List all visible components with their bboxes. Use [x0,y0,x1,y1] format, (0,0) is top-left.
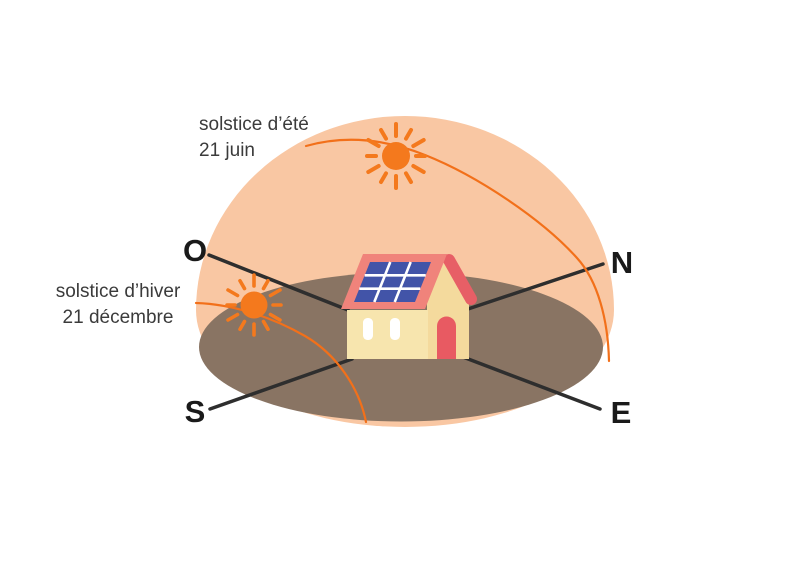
summer-solstice-label-line2: 21 juin [199,140,255,161]
house-door [437,316,456,359]
winter-sun-path-arc [194,301,368,424]
compass-south-label: S [184,394,206,429]
east-line [461,355,602,411]
summer-sun-icon [365,122,427,190]
compass-west-label: O [182,233,208,268]
west-line [207,253,350,312]
house-roof-ridge [443,254,477,305]
south-line [208,357,354,411]
house-front-wall [347,310,428,359]
solar-panel-grid [359,261,426,303]
summer-solstice-label: solstice d’été 21 juin [199,112,309,164]
summer-solstice-label-line1: solstice d’été [199,114,309,135]
house-window [363,318,373,340]
winter-solstice-label: solstice d’hiver 21 décembre [38,279,198,331]
compass-lines [207,253,605,411]
house-window [390,318,400,340]
winter-solstice-label-line2: 21 décembre [62,307,174,328]
north-line [463,262,605,312]
compass-east-label: E [610,395,632,430]
compass-north-label: N [610,245,634,280]
winter-sun-icon [225,273,283,337]
solar-panel-icon [354,262,431,302]
winter-solstice-label-line1: solstice d’hiver [55,281,181,302]
house-icon [341,254,477,359]
